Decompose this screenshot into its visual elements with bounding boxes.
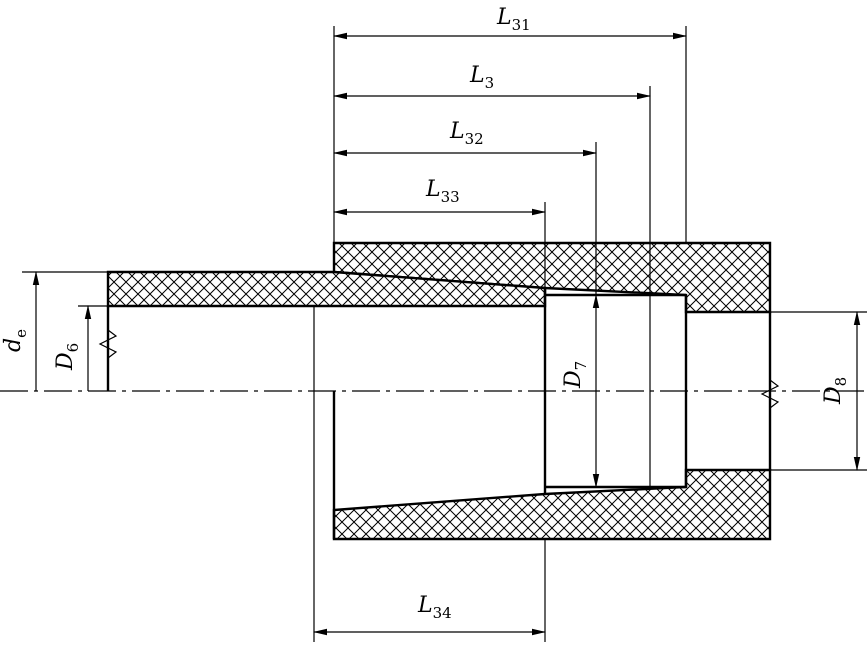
label-D7: D7 bbox=[561, 361, 590, 389]
extension-lines bbox=[22, 26, 867, 642]
label-L32: L32 bbox=[449, 119, 484, 148]
socket-wall-lower bbox=[332, 468, 772, 541]
break-mark-left bbox=[98, 329, 118, 359]
label-L34: L34 bbox=[417, 593, 452, 622]
label-D8: D8 bbox=[821, 377, 850, 405]
label-L33: L33 bbox=[425, 177, 460, 206]
dimension-lines bbox=[32, 32, 861, 636]
label-L31: L31 bbox=[496, 5, 531, 34]
break-mark-right bbox=[760, 379, 780, 409]
label-de: de bbox=[1, 329, 30, 352]
label-L3: L3 bbox=[469, 63, 494, 92]
label-D6: D6 bbox=[53, 343, 82, 371]
